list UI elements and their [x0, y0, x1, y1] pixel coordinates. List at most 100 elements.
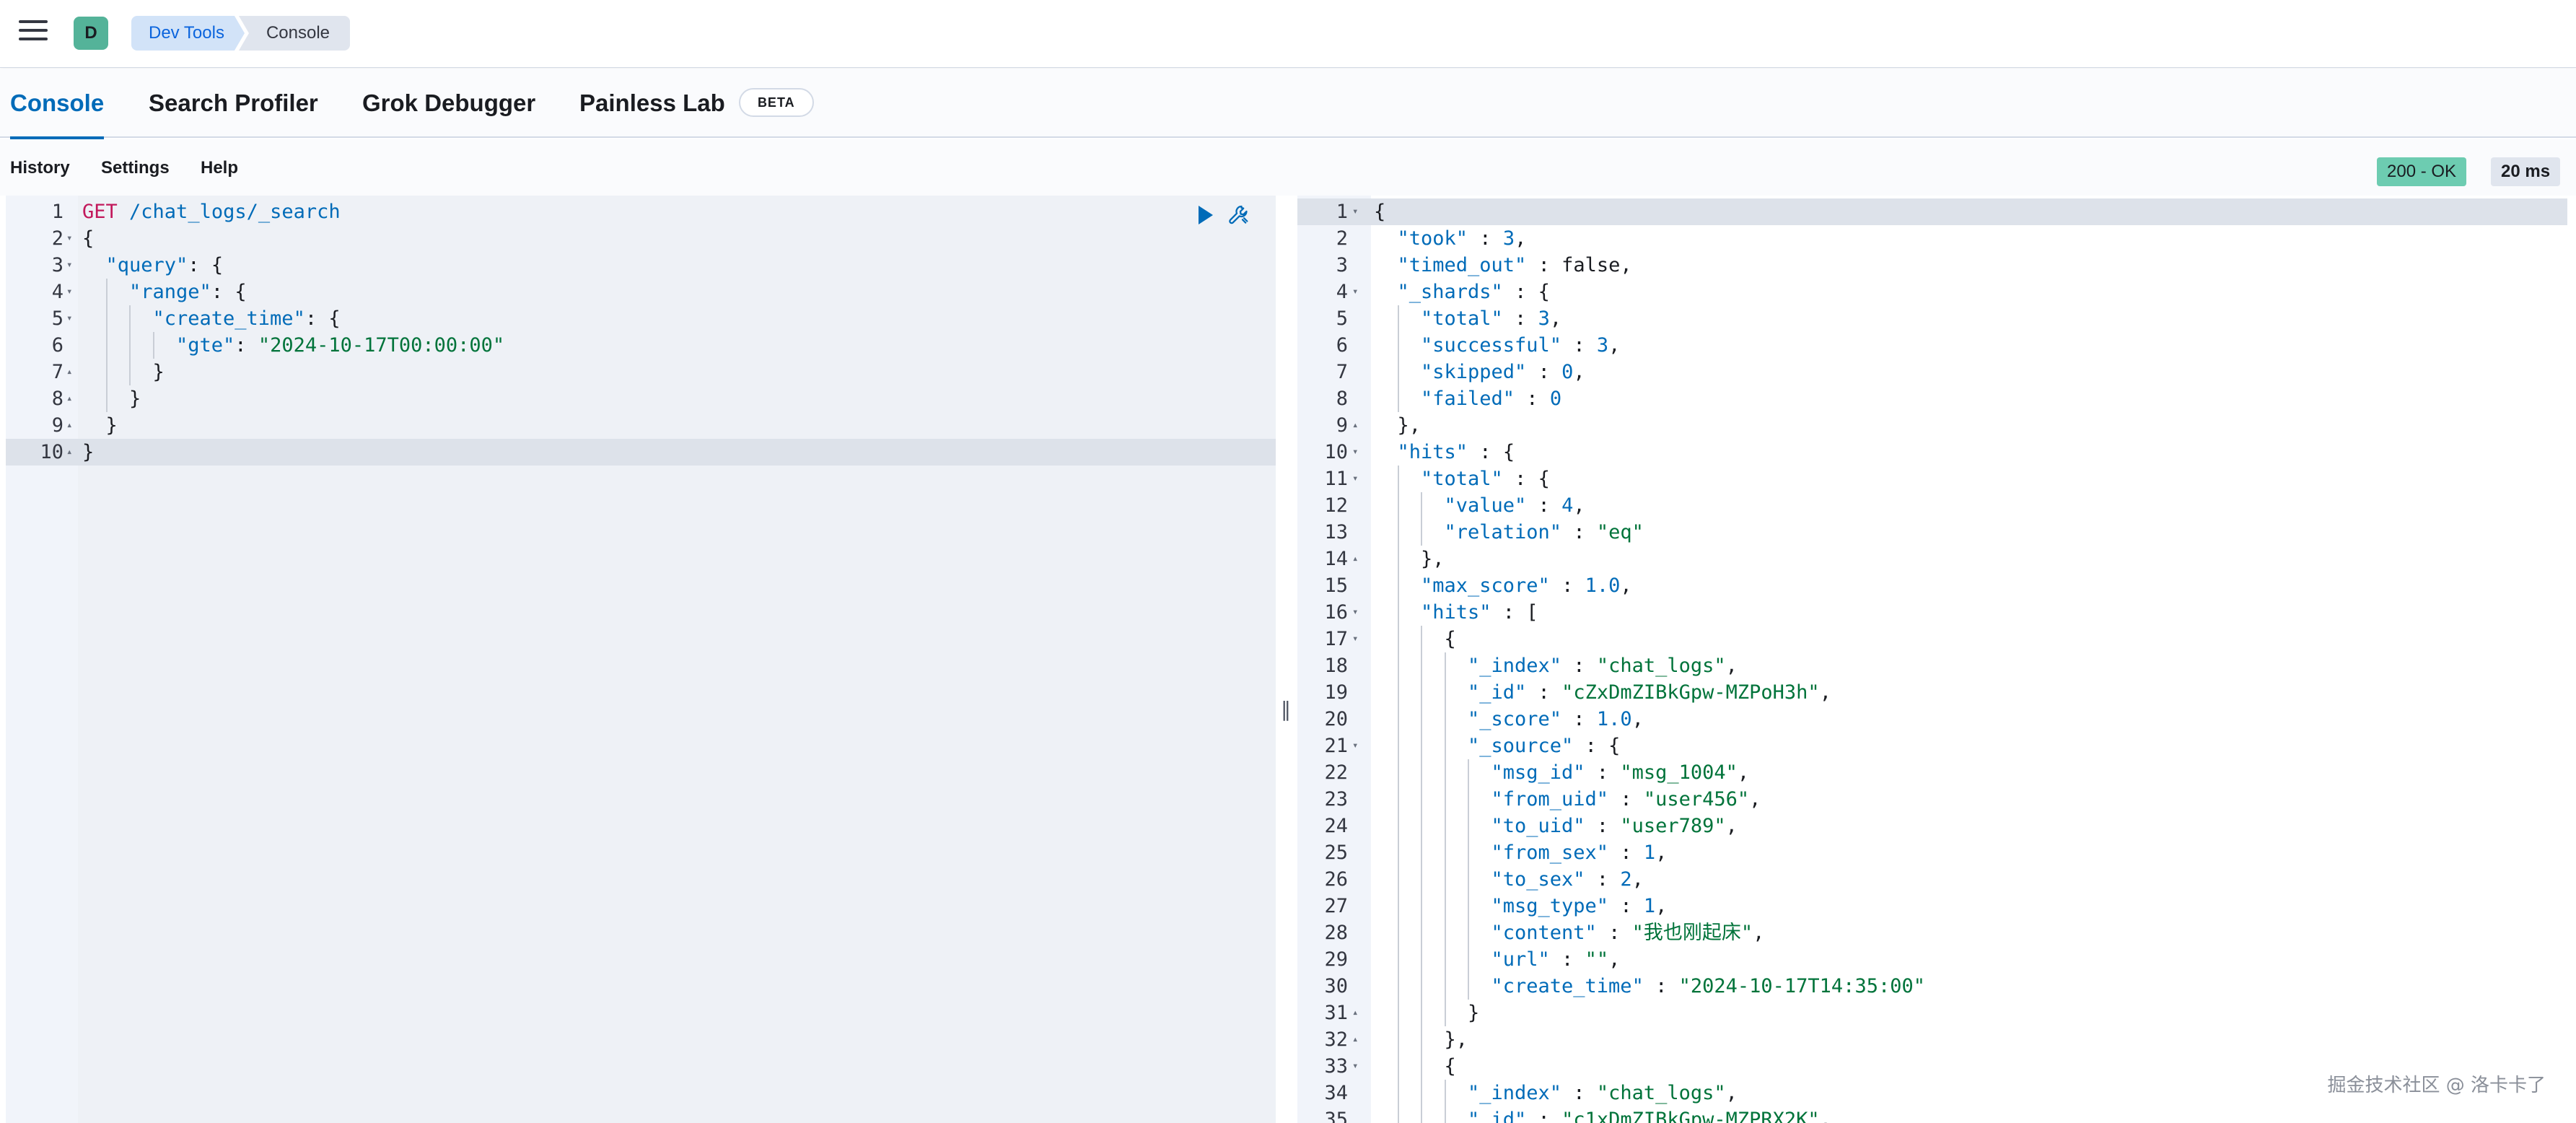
code-token: 1	[1643, 895, 1656, 917]
code-token: {	[1526, 281, 1550, 303]
code-line[interactable]: GET /chat_logs/_search	[78, 198, 1276, 225]
watermark: 掘金技术社区 @ 洛卡卡了	[2324, 1070, 2549, 1097]
request-editor-code[interactable]: GET /chat_logs/_search{"query": {"range"…	[78, 196, 1276, 1123]
play-icon[interactable]	[1199, 206, 1213, 224]
indent-guide	[1374, 946, 1398, 973]
fold-caret-down-icon[interactable]: ▾	[1352, 446, 1359, 458]
indent-guide	[1397, 813, 1421, 839]
code-token: ,	[1749, 788, 1761, 810]
line-number-text: 29	[1324, 948, 1348, 971]
indent-guide	[1374, 599, 1398, 626]
code-line: }	[1370, 1000, 2567, 1026]
space-avatar[interactable]: D	[74, 17, 108, 50]
fold-caret-down-icon[interactable]: ▾	[66, 313, 73, 324]
indent-guide	[1397, 786, 1421, 813]
code-line[interactable]: {	[78, 225, 1276, 252]
line-number-text: 30	[1324, 975, 1348, 997]
code-line[interactable]: "gte": "2024-10-17T00:00:00"	[78, 332, 1276, 359]
fold-caret-down-icon[interactable]: ▾	[1352, 606, 1359, 618]
line-number-text: 22	[1324, 761, 1348, 784]
line-number: 34	[1297, 1080, 1371, 1106]
indent-guide	[1397, 893, 1421, 919]
indent-guide	[1397, 359, 1421, 385]
tab-search-profiler[interactable]: Search Profiler	[149, 89, 318, 116]
fold-caret-up-icon[interactable]: ▴	[1352, 1034, 1359, 1045]
pane-resize-handle[interactable]: ‖	[1281, 697, 1291, 721]
code-token: "to_sex"	[1491, 868, 1585, 891]
fold-caret-up-icon[interactable]: ▴	[66, 366, 73, 377]
fold-caret-down-icon[interactable]: ▾	[1352, 633, 1359, 644]
code-token: "range"	[129, 281, 211, 303]
code-line: "skipped" : 0,	[1370, 359, 2567, 385]
indent-guide	[1421, 893, 1445, 919]
code-line: {	[1370, 1053, 2567, 1080]
indent-guide	[105, 305, 130, 332]
fold-caret-down-icon[interactable]: ▾	[66, 259, 73, 271]
indent-guide	[1421, 679, 1445, 706]
code-token: }	[82, 441, 95, 463]
indent-guide	[1374, 786, 1398, 813]
indent-guide	[1374, 225, 1398, 252]
line-number: 16▾	[1297, 599, 1371, 626]
code-token: :	[1502, 307, 1527, 330]
fold-caret-down-icon[interactable]: ▾	[1352, 473, 1359, 484]
fold-caret-up-icon[interactable]: ▴	[66, 446, 73, 458]
code-line[interactable]: }	[78, 439, 1276, 466]
tab-grok-debugger[interactable]: Grok Debugger	[362, 89, 536, 116]
fold-caret-up-icon[interactable]: ▴	[66, 419, 73, 431]
breadcrumb-dev-tools[interactable]: Dev Tools	[131, 16, 245, 51]
code-token: ,	[1655, 895, 1668, 917]
fold-caret-up-icon[interactable]: ▴	[1352, 553, 1359, 564]
code-token: ,	[1608, 334, 1621, 357]
code-token: :	[1573, 735, 1597, 757]
line-number-text: 26	[1324, 868, 1348, 891]
code-token: "user789"	[1620, 815, 1726, 837]
indent-guide	[1444, 759, 1468, 786]
fold-caret-up-icon[interactable]: ▴	[1352, 419, 1359, 431]
code-token: "max_score"	[1421, 574, 1550, 597]
line-number-text: 8	[1336, 388, 1348, 410]
line-number-text: 13	[1324, 521, 1348, 543]
settings-link[interactable]: Settings	[101, 158, 170, 178]
indent-guide	[1444, 652, 1468, 679]
tab-painless-lab[interactable]: Painless Lab BETA	[579, 69, 814, 138]
indent-guide	[82, 332, 106, 359]
code-token: {	[1444, 628, 1456, 650]
code-token	[1608, 868, 1620, 891]
hamburger-menu-icon[interactable]	[19, 20, 48, 46]
code-line[interactable]: "query": {	[78, 252, 1276, 279]
code-line[interactable]: "create_time": {	[78, 305, 1276, 332]
code-line[interactable]: }	[78, 412, 1276, 439]
line-number: 21▾	[1297, 733, 1371, 759]
fold-caret-down-icon[interactable]: ▾	[1352, 1060, 1359, 1072]
code-line[interactable]: "range": {	[78, 279, 1276, 305]
fold-caret-up-icon[interactable]: ▴	[66, 393, 73, 404]
indent-guide	[1374, 733, 1398, 759]
history-link[interactable]: History	[10, 158, 70, 178]
code-line: "timed_out" : false,	[1370, 252, 2567, 279]
line-number-text: 18	[1324, 655, 1348, 677]
fold-caret-down-icon[interactable]: ▾	[1352, 286, 1359, 297]
code-line[interactable]: }	[78, 359, 1276, 385]
code-token: "msg_type"	[1491, 895, 1609, 917]
fold-caret-down-icon[interactable]: ▾	[66, 232, 73, 244]
code-token: }	[152, 361, 165, 383]
code-token: "create_time"	[1491, 975, 1644, 997]
line-number: 3	[1297, 252, 1371, 279]
code-line: {	[1370, 626, 2567, 652]
fold-caret-down-icon[interactable]: ▾	[1352, 740, 1359, 751]
help-link[interactable]: Help	[201, 158, 239, 178]
code-token	[1667, 975, 1678, 997]
fold-caret-up-icon[interactable]: ▴	[1352, 1007, 1359, 1018]
code-token	[1585, 708, 1597, 730]
indent-guide	[1374, 1026, 1398, 1053]
indent-guide	[1421, 519, 1445, 546]
fold-caret-down-icon[interactable]: ▾	[66, 286, 73, 297]
code-token: :	[1491, 601, 1515, 624]
code-line: "content" : "我也刚起床",	[1370, 919, 2567, 946]
wrench-icon[interactable]	[1227, 203, 1251, 227]
code-line[interactable]: }	[78, 385, 1276, 412]
tab-console[interactable]: Console	[10, 69, 105, 139]
fold-caret-down-icon[interactable]: ▾	[1352, 206, 1359, 217]
